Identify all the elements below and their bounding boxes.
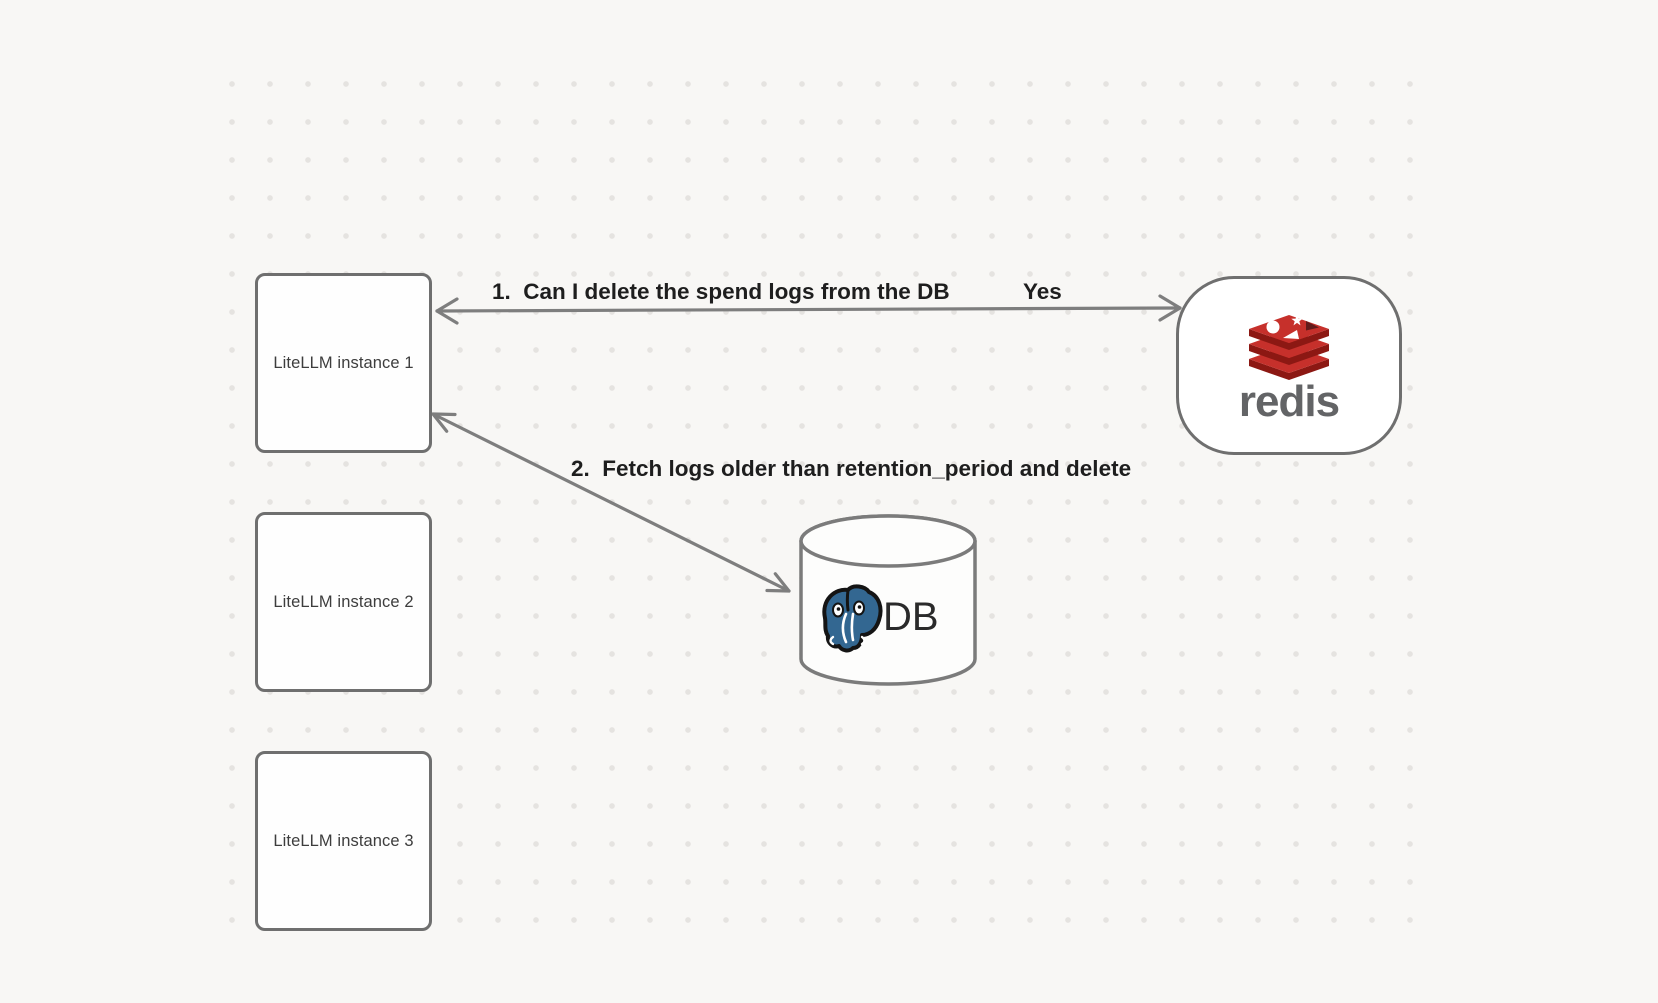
redis-logo-icon xyxy=(1249,314,1329,380)
arrow1-reply-label[interactable]: Yes xyxy=(1023,279,1062,304)
node-label: LiteLLM instance 2 xyxy=(273,592,414,611)
arrow2-label[interactable]: 2. Fetch logs older than retention_perio… xyxy=(571,456,1132,481)
node-redis[interactable]: redis xyxy=(1176,276,1402,455)
node-litellm-instance-2[interactable]: LiteLLM instance 2 xyxy=(255,512,432,692)
node-db[interactable]: DB xyxy=(795,509,981,691)
redis-star-shape xyxy=(1291,314,1303,326)
node-label: LiteLLM instance 3 xyxy=(273,831,414,850)
arrow-spend-logs-question[interactable] xyxy=(435,294,1182,325)
node-litellm-instance-1[interactable]: LiteLLM instance 1 xyxy=(255,273,432,453)
db-label: DB xyxy=(883,595,939,639)
node-label: LiteLLM instance 1 xyxy=(273,353,414,372)
redis-wordmark: redis xyxy=(1238,376,1340,426)
arrow1-label[interactable]: 1. Can I delete the spend logs from the … xyxy=(492,279,950,304)
arrow-fetch-delete-logs[interactable] xyxy=(431,412,791,593)
node-litellm-instance-3[interactable]: LiteLLM instance 3 xyxy=(255,751,432,931)
postgresql-elephant-icon xyxy=(822,584,883,653)
